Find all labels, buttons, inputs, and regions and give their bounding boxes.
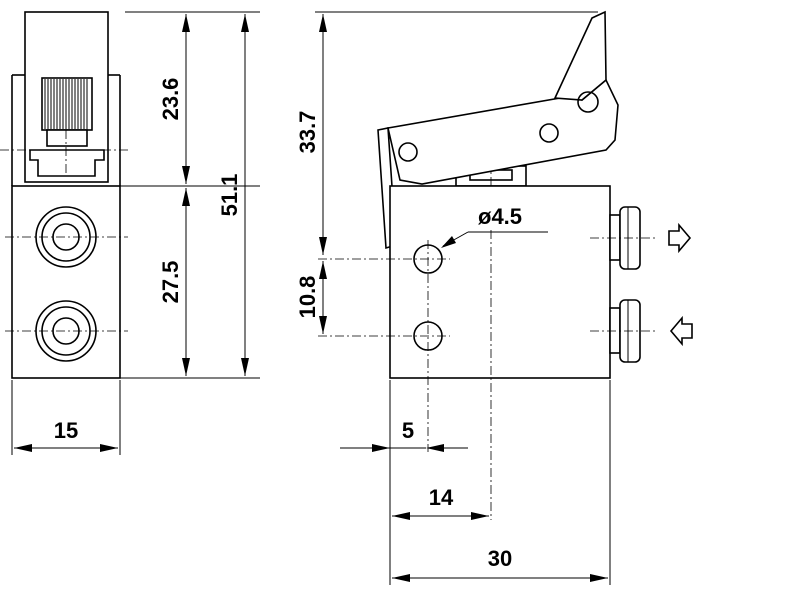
dimension-30: 30 — [392, 380, 611, 585]
side-view — [0, 11, 130, 379]
dim-label-51-1: 51.1 — [217, 174, 242, 217]
dimension-10-8: 10.8 — [295, 261, 327, 334]
dimension-14: 14 — [392, 485, 489, 520]
dimension-hole-diameter: ø4.5 — [441, 204, 548, 248]
dimension-33-7: 33.7 — [295, 11, 598, 255]
dimension-15: 15 — [11, 380, 121, 455]
dimension-27-5: 27.5 — [120, 188, 260, 379]
outlet-arrow-icon — [668, 222, 692, 254]
dim-label-15: 15 — [54, 418, 78, 443]
dim-label-27-5: 27.5 — [158, 261, 183, 304]
front-view-pivot-1 — [398, 142, 418, 162]
dim-label-23-6: 23.6 — [158, 78, 183, 121]
dim-label-5: 5 — [402, 418, 414, 443]
dimension-23-6: 23.6 — [120, 11, 260, 187]
front-view-pivot-2 — [539, 123, 559, 143]
side-view-knurled-roller — [41, 77, 93, 147]
front-view-body — [389, 185, 611, 379]
dimension-51-1: 51.1 — [217, 14, 249, 376]
side-view-body — [11, 185, 121, 379]
dim-label-33-7: 33.7 — [295, 111, 320, 154]
front-view — [318, 10, 693, 520]
front-view-pivot-3 — [577, 91, 599, 113]
front-view-lever-tip — [553, 10, 607, 101]
dim-label-hole: ø4.5 — [478, 204, 522, 229]
dim-label-10-8: 10.8 — [295, 276, 320, 319]
inlet-arrow-icon — [669, 315, 693, 347]
dimension-5: 5 — [340, 380, 468, 585]
dim-label-14: 14 — [429, 485, 454, 510]
dim-label-30: 30 — [488, 546, 512, 571]
